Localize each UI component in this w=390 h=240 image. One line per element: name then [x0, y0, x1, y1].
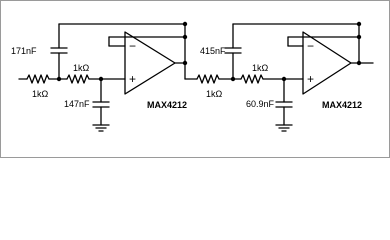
- s1-minus-sign: −: [129, 39, 136, 53]
- s1-rin-label: 1kΩ: [32, 89, 49, 99]
- s1-rmid-label: 1kΩ: [73, 63, 90, 73]
- s2-opamp-label: MAX4212: [322, 100, 362, 110]
- s2-cgnd-label: 60.9nF: [246, 99, 275, 109]
- s1-input-resistor: [26, 74, 50, 84]
- s2-node-fb: [356, 34, 362, 40]
- s2-opamp: [302, 31, 352, 95]
- stage1: 171nF 1kΩ 1kΩ 147nF − + MAX4212: [11, 21, 198, 132]
- s1-opamp: [124, 31, 176, 95]
- s1-cgnd-label: 147nF: [64, 99, 90, 109]
- s2-node-out: [356, 60, 362, 66]
- s1-cfb-label: 171nF: [11, 46, 37, 56]
- s1-node-fb: [182, 34, 188, 40]
- s1-node-out: [182, 60, 188, 66]
- s1-opamp-label: MAX4212: [147, 100, 187, 110]
- s2-rin-label: 1kΩ: [206, 89, 223, 99]
- s1-node-top: [182, 21, 188, 27]
- s2-node-top: [356, 21, 362, 27]
- s1-plus-sign: +: [129, 72, 136, 86]
- filter-schematic: 171nF 1kΩ 1kΩ 147nF − + MAX4212: [11, 21, 374, 132]
- s2-input-resistor: [196, 74, 220, 84]
- s2-cfb-label: 415nF: [200, 46, 226, 56]
- schematic-canvas: 171nF 1kΩ 1kΩ 147nF − + MAX4212: [0, 0, 390, 158]
- s2-mid-resistor: [240, 74, 264, 84]
- s1-mid-resistor: [66, 74, 90, 84]
- stage2: 1kΩ 415nF 1kΩ 60.9nF − + MAX4212: [196, 21, 374, 132]
- s2-rmid-label: 1kΩ: [252, 63, 269, 73]
- s2-minus-sign: −: [307, 39, 314, 53]
- s2-plus-sign: +: [307, 72, 314, 86]
